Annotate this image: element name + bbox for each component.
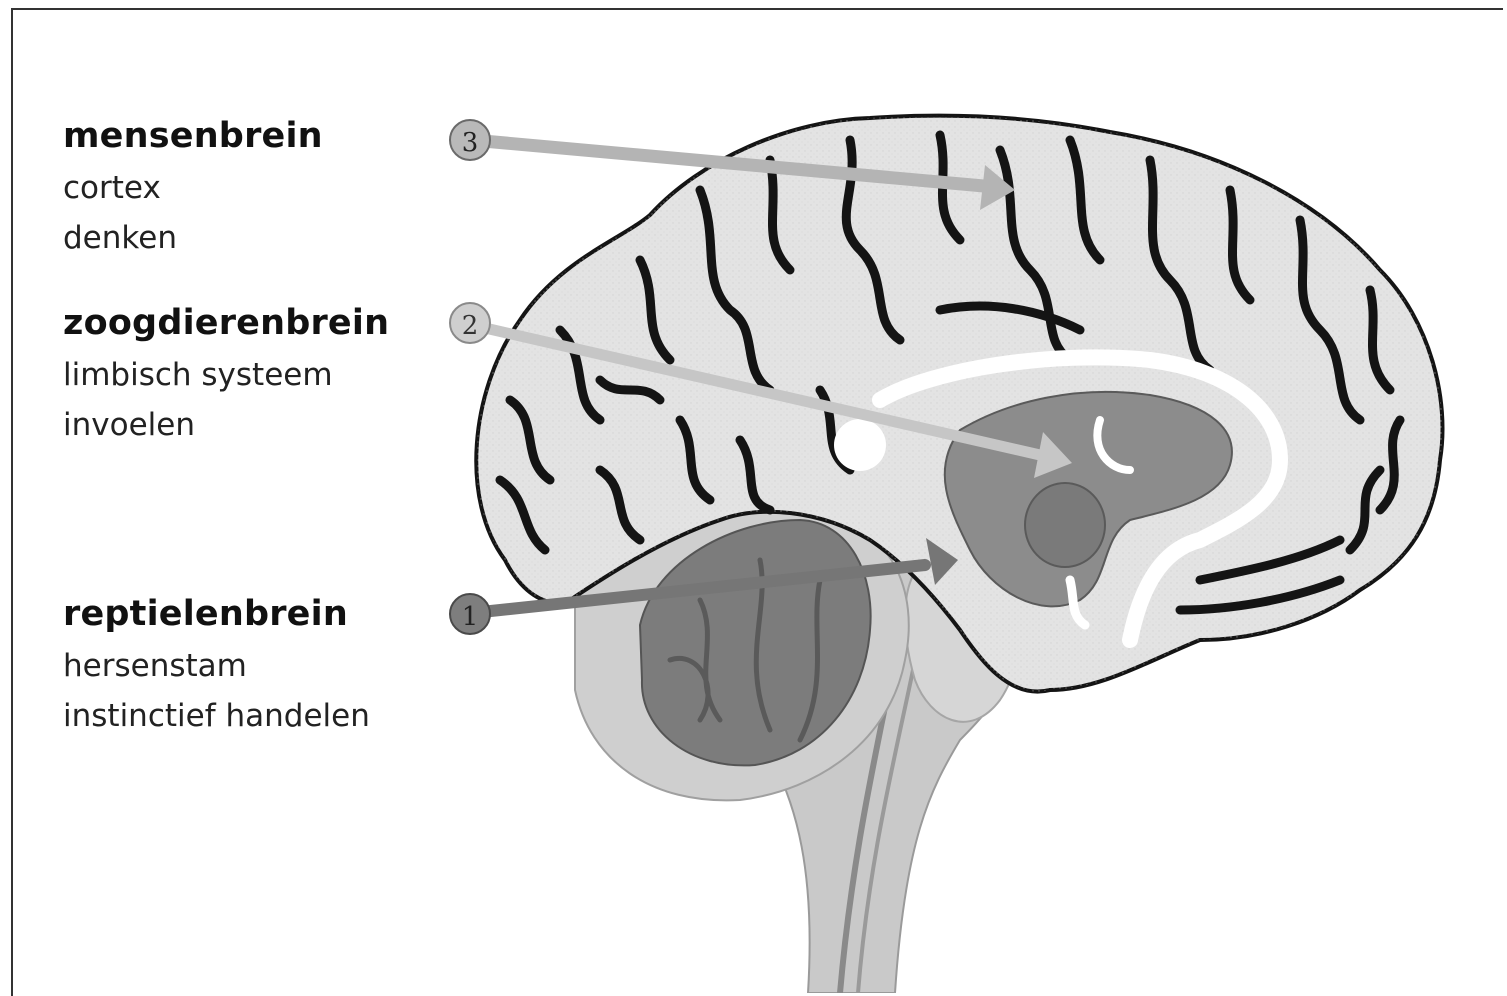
label-line-reptile-1: hersenstam	[63, 651, 370, 682]
label-line-reptile-2: instinctief handelen	[63, 701, 370, 732]
label-line-human-2: denken	[63, 223, 323, 254]
label-line-mammal-2: invoelen	[63, 410, 389, 441]
label-group-human: mensenbrein cortex denken	[63, 119, 323, 254]
label-group-mammal: zoogdierenbrein limbisch systeem invoele…	[63, 306, 389, 441]
label-title-reptile: reptielenbrein	[63, 597, 370, 632]
label-group-reptile: reptielenbrein hersenstam instinctief ha…	[63, 597, 370, 732]
label-line-human-1: cortex	[63, 173, 323, 204]
label-title-mammal: zoogdierenbrein	[63, 306, 389, 341]
label-title-human: mensenbrein	[63, 119, 323, 154]
label-line-mammal-1: limbisch systeem	[63, 360, 389, 391]
